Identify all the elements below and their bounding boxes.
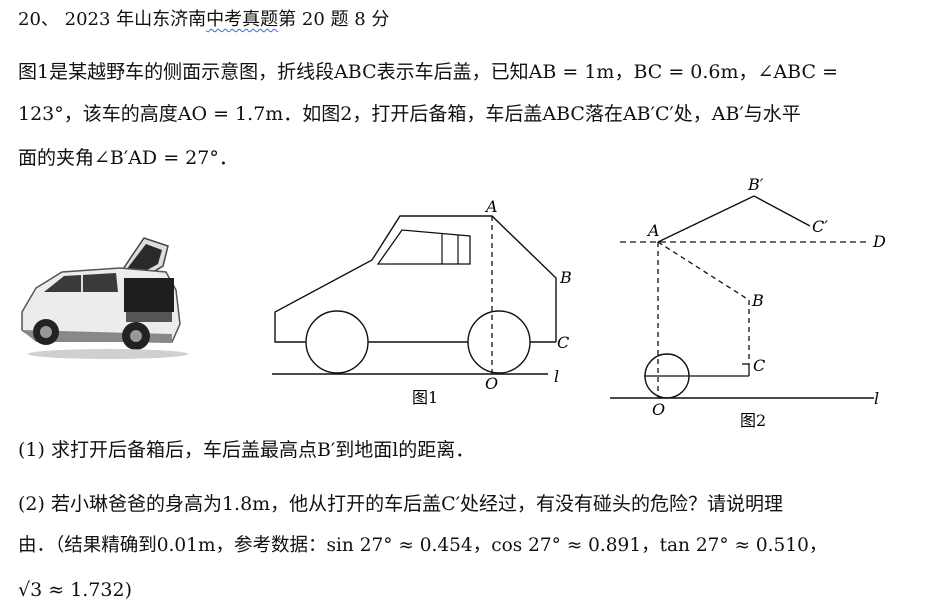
fig1-label-l: l — [554, 367, 559, 386]
wheel-rear — [467, 310, 531, 374]
wheel-front — [305, 310, 369, 374]
stem-line-3: 面的夹角∠B′AD = 27°． — [18, 147, 238, 169]
title-wavy: 中考真题 — [206, 9, 279, 30]
car-outline — [274, 215, 557, 343]
fig1-label-A: A — [484, 197, 498, 216]
stem-line-1: 图1是某越野车的侧面示意图，折线段ABC表示车后盖，已知AB = 1m，BC =… — [18, 61, 838, 83]
segment-AB-prime — [657, 195, 755, 243]
question-2-line-2: 由．（结果精确到0.01m，参考数据：sin 27° ≈ 0.454，cos 2… — [18, 535, 828, 556]
figure-1: A B C O l 图1 — [272, 197, 572, 407]
fig2-label-D: D — [872, 232, 886, 251]
question-2-line-3: √3 ≈ 1.732) — [18, 579, 132, 601]
fig1-label-O: O — [485, 374, 498, 393]
stem-line-2: 123°，该车的高度AO = 1.7m．如图2，打开后备箱，车后盖ABC落在AB… — [18, 103, 801, 125]
fig2-label-O: O — [652, 400, 665, 419]
title-prefix: 20、 2023 年山东济南 — [18, 9, 207, 30]
segment-B-prime-C-prime — [753, 195, 811, 227]
fig2-label-B-prime: B′ — [747, 175, 764, 194]
fig2-label-A: A — [646, 221, 660, 240]
figure-2: A B′ C′ D B C O l 图2 — [610, 175, 886, 430]
fig1-label-C: C — [557, 333, 569, 352]
fig1-caption: 图1 — [412, 388, 438, 407]
fig2-caption: 图2 — [740, 411, 766, 430]
fig2-label-C: C — [753, 356, 765, 375]
question-1: (1) 求打开后备箱后，车后盖最高点B′到地面l的距离． — [18, 439, 475, 461]
suv-photo — [21, 237, 188, 359]
fig2-label-B: B — [751, 291, 764, 310]
fig2-label-l: l — [874, 389, 879, 408]
fig1-label-B: B — [559, 268, 572, 287]
fig2-label-C-prime: C′ — [812, 217, 828, 236]
segment-AB-original — [657, 241, 750, 301]
question-2-line-1: (2) 若小琳爸爸的身高为1.8m，他从打开的车后盖C′处经过，有没有碰头的危险… — [18, 493, 784, 515]
problem-title: 20、 2023 年山东济南中考真题第 20 题 8 分 — [18, 8, 389, 32]
title-suffix: 第 20 题 8 分 — [278, 9, 390, 30]
car-window — [376, 229, 471, 265]
